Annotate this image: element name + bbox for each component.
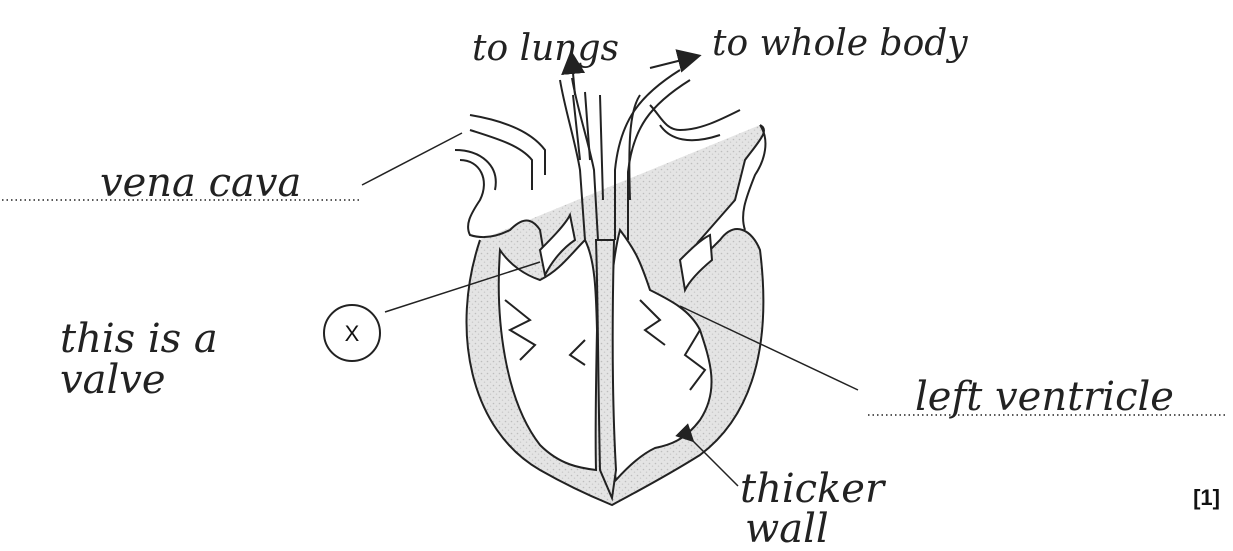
flow-lines: [573, 92, 640, 200]
marks-indicator: [1]: [1193, 485, 1220, 510]
vena-cava-vessel: [470, 115, 545, 190]
label-left-ventricle: left ventricle: [915, 374, 1174, 420]
x-marker-label: X: [345, 321, 360, 346]
x-marker: X: [324, 305, 380, 361]
leader-vena-cava: [362, 133, 462, 185]
septum: [596, 240, 616, 498]
label-vena-cava: vena cava: [100, 160, 301, 206]
label-this-is-a: this is a: [60, 316, 218, 362]
label-to-lungs: to lungs: [472, 28, 619, 69]
label-valve: valve: [60, 357, 166, 403]
label-wall: wall: [745, 506, 829, 551]
arrow-to-body: [650, 58, 690, 68]
aorta-branch: [650, 105, 740, 140]
label-to-whole-body: to whole body: [712, 23, 968, 64]
